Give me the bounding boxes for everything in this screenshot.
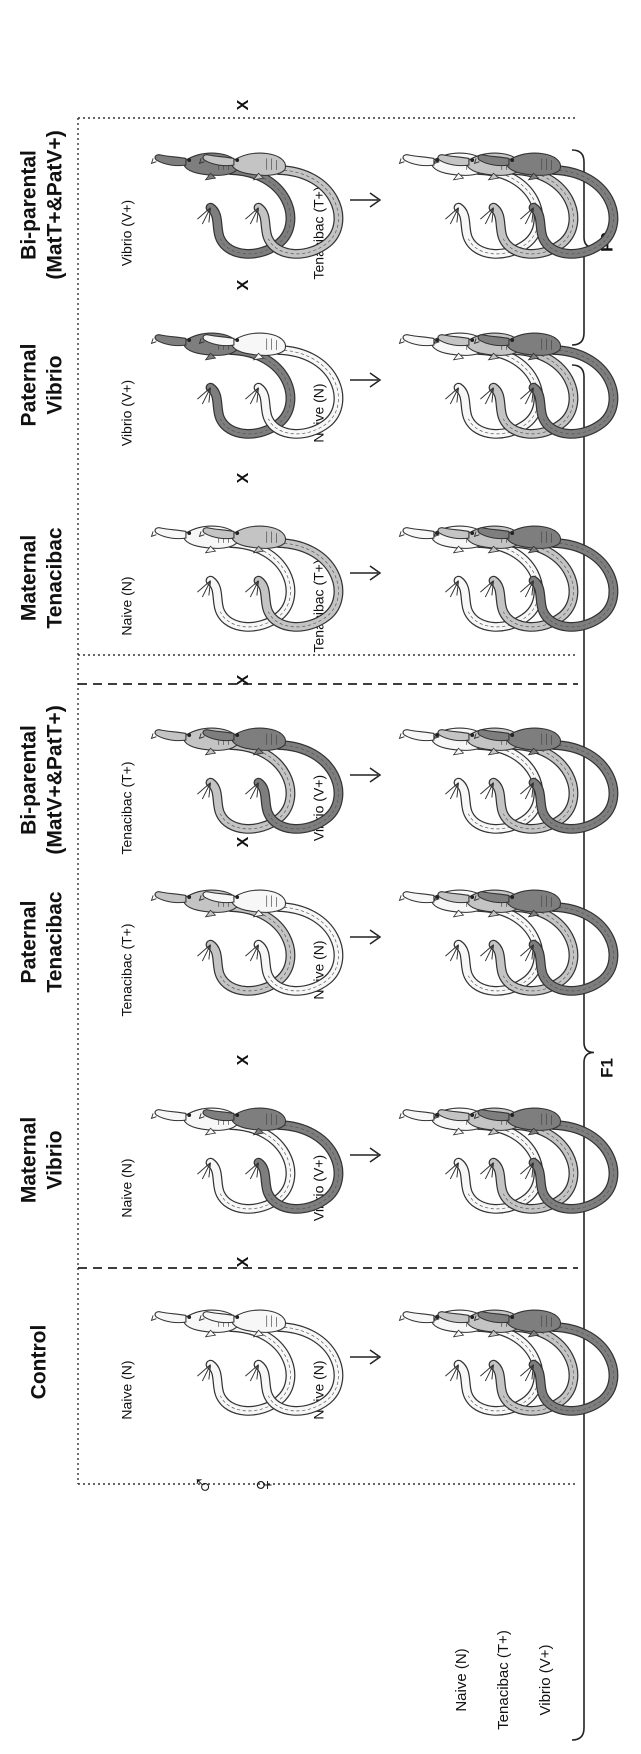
- arrow-icon: [350, 767, 382, 783]
- male-treatment-label: Tenacibac (T+): [119, 924, 135, 1017]
- offspring-vibrio-pipefish-icon: [473, 727, 619, 834]
- group-title-line2: (MatT+&PatV+): [44, 130, 67, 279]
- offspring-legend-label: Naive (N): [453, 1648, 470, 1711]
- group-title-line1: Maternal: [18, 1117, 41, 1203]
- offspring-vibrio-pipefish-icon: [473, 889, 619, 996]
- generation-label-f1: F1: [597, 1058, 616, 1078]
- brace-f1: [571, 364, 595, 1741]
- cross-symbol: X: [235, 472, 252, 483]
- group-title-line1: Paternal: [18, 344, 41, 427]
- cross-symbol: X: [235, 1054, 252, 1065]
- group-title-line2: Vibrio: [44, 355, 67, 414]
- cross-symbol: X: [235, 1256, 252, 1267]
- cross-symbol: X: [235, 279, 252, 290]
- group-7: Bi-parental(MatT+&PatV+) Vibrio (V+) Tenac…: [18, 99, 619, 280]
- cross-symbol: X: [235, 674, 252, 685]
- group-4: Bi-parental(MatV+&PatT+)Tenacibac (T+)Vi…: [18, 674, 619, 855]
- group-title-line1: Maternal: [18, 535, 41, 621]
- female-pipefish-icon: [198, 727, 344, 834]
- male-treatment-label: Vibrio (V+): [119, 200, 135, 266]
- male-pipefish-icon: [150, 889, 296, 996]
- cross-symbol: X: [235, 99, 252, 110]
- group-title-line2: (MatV+&PatT+): [44, 705, 67, 854]
- arrow-icon: [350, 192, 382, 208]
- arrow-icon: [350, 1349, 382, 1365]
- female-pipefish-icon: [198, 332, 344, 439]
- offspring-vibrio-pipefish-icon: [473, 1107, 619, 1214]
- group-title-line2: Vibrio: [44, 1130, 67, 1189]
- female-pipefish-icon: [198, 1309, 344, 1416]
- female-treatment-label: Tenacibac (T+): [311, 187, 327, 280]
- male-treatment-label: Naive (N): [119, 1158, 135, 1217]
- offspring-legend-label: Tenacibac (T+): [495, 1630, 512, 1730]
- offspring-vibrio-pipefish-icon: [473, 152, 619, 259]
- group-title-line1: Bi-parental: [18, 725, 41, 835]
- offspring-vibrio-pipefish-icon: [473, 525, 619, 632]
- female-pipefish-icon: [198, 889, 344, 996]
- arrow-icon: [350, 372, 382, 388]
- male-treatment-label: Naive (N): [119, 1360, 135, 1419]
- female-treatment-label: Tenacibac (T+): [311, 560, 327, 653]
- arrow-icon: [350, 929, 382, 945]
- male-symbol-icon: ♂: [187, 1475, 218, 1496]
- arrow-icon: [350, 1147, 382, 1163]
- offspring-tenacibac-pipefish-icon: [433, 332, 579, 439]
- arrow-icon: [350, 565, 382, 581]
- offspring-tenacibac-pipefish-icon: [433, 727, 579, 834]
- group-title-line1: Control: [28, 1325, 51, 1400]
- female-pipefish-icon: [198, 525, 344, 632]
- male-treatment-label: Naive (N): [119, 576, 135, 635]
- female-symbol-icon: ♀: [247, 1475, 278, 1496]
- group-title-line2: Tenacibac: [44, 527, 67, 628]
- group-title-line1: Bi-parental: [18, 150, 41, 260]
- female-pipefish-icon: [198, 152, 344, 259]
- offspring-vibrio-pipefish-icon: [473, 332, 619, 439]
- male-treatment-label: Tenacibac (T+): [119, 762, 135, 855]
- group-title-line1: Paternal: [18, 901, 41, 984]
- female-pipefish-icon: [198, 1107, 344, 1214]
- group-title-line2: Tenacibac: [44, 891, 67, 992]
- cross-symbol: X: [235, 836, 252, 847]
- male-pipefish-icon: [150, 525, 296, 632]
- offspring-vibrio-pipefish-icon: [473, 1309, 619, 1416]
- offspring-legend-label: Vibrio (V+): [537, 1644, 554, 1715]
- male-treatment-label: Vibrio (V+): [119, 380, 135, 446]
